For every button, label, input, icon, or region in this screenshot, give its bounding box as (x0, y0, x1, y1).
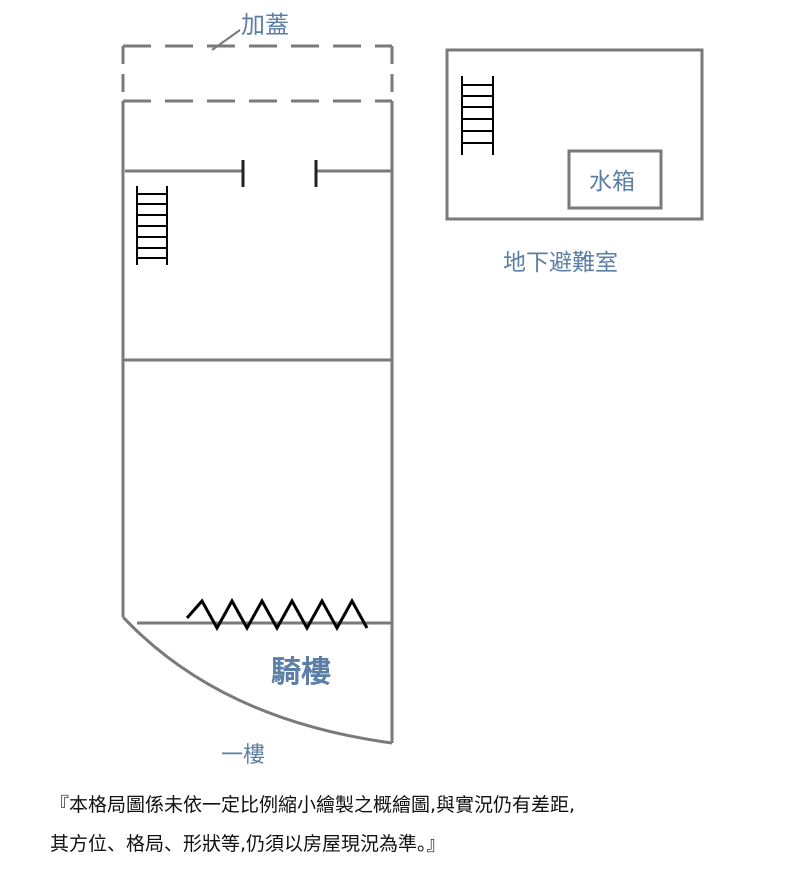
basement-shelter-outline (445, 48, 704, 221)
doorway-jambs (241, 160, 318, 187)
water-tank-label: 水箱 (589, 169, 635, 195)
first-floor-label: 一樓 (221, 743, 265, 768)
rooftop-label-pointer (211, 29, 241, 51)
main-staircase-icon (136, 186, 168, 265)
disclaimer-line-2: 其方位、格局、形狀等,仍須以房屋現況為準。』 (50, 833, 446, 855)
rooftop-addition-area (121, 44, 394, 103)
basement-staircase-icon (461, 76, 494, 155)
arcade-label: 騎樓 (271, 655, 331, 690)
rooftop-addition-label: 加蓋 (241, 11, 289, 39)
water-tank-outline (567, 149, 663, 210)
basement-shelter-label: 地下避難室 (503, 250, 618, 276)
disclaimer-line-1: 『本格局圖係未依一定比例縮小繪製之概繪圖,與實況仍有差距, (50, 794, 576, 816)
entrance-zigzag-icon (185, 597, 369, 632)
main-building-walls (121, 101, 394, 745)
